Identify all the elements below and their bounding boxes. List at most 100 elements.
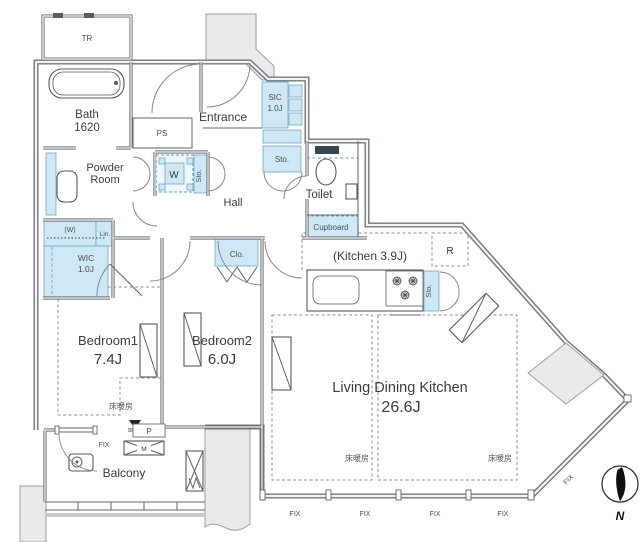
washer-niche-doors-left — [132, 156, 151, 192]
closet-bedroom2 — [214, 238, 259, 267]
kitchen-sto-label: Sto. — [424, 284, 433, 297]
door-swings — [58, 63, 460, 472]
sic-shelf-1 — [288, 84, 303, 98]
niche-storage-doors — [207, 156, 226, 192]
corner-pillar — [527, 342, 605, 405]
cupboard-label: Cupboard — [313, 223, 348, 232]
ldk-door-arc — [264, 240, 303, 279]
north-label: N — [616, 509, 625, 523]
washing-machine — [155, 154, 194, 193]
compass-needle-icon — [616, 467, 626, 502]
bath-door-arc — [151, 63, 202, 114]
window-post — [259, 489, 266, 501]
meter-box-patch — [137, 443, 151, 453]
stove-burners — [392, 276, 418, 300]
bedroom2-label: Bedroom2 — [192, 333, 252, 348]
fix-label-1: FIX — [290, 511, 301, 518]
fix-label-diagonal: FIX — [563, 473, 576, 486]
ldk-floor-heating-zone-left — [271, 314, 373, 481]
fridge-label: R — [446, 246, 453, 257]
bedroom1-fix-window — [57, 427, 95, 433]
bedroom2-size-label: 6.0J — [208, 351, 236, 368]
neighbor-balcony-center — [204, 426, 251, 531]
wic-size-label: 1.0J — [78, 264, 94, 274]
tr-door-mark-2 — [84, 13, 94, 18]
ac-units — [139, 292, 500, 391]
dashed-floor-zones — [57, 232, 518, 481]
balcony-door-arc — [58, 432, 98, 472]
kitchen-storage — [423, 270, 440, 312]
washer-corner — [186, 157, 194, 165]
bath-label: Bath — [75, 109, 99, 121]
washer-corner — [158, 183, 166, 191]
toilet-label: Toilet — [306, 189, 334, 201]
sic-area — [261, 81, 289, 129]
neighbor-balcony-left — [19, 485, 47, 542]
ldk-floor-heating-label-right: 床暖房 — [488, 453, 512, 463]
pipe-space-box — [132, 117, 193, 149]
closet-bifold-doors — [216, 266, 258, 283]
sic-shelf-2 — [288, 98, 303, 112]
linen-label: Lin. — [100, 231, 111, 238]
entrance-storage-doors — [263, 171, 303, 192]
ac-bedroom1 — [139, 323, 158, 378]
toilet-cabinet — [345, 183, 358, 200]
fix-label-2: FIX — [360, 511, 371, 518]
bathtub-inner — [52, 71, 121, 96]
sic-lower-strip — [262, 129, 302, 144]
washer-label: W — [169, 170, 179, 181]
p-label: P — [146, 427, 151, 436]
closet-label: Clo. — [230, 250, 244, 259]
evacuation-hatch — [185, 450, 204, 492]
hatch-cross — [185, 450, 204, 492]
windows — [45, 394, 632, 517]
entrance-door-arc — [206, 63, 251, 108]
bedroom1-label: Bedroom1 — [78, 333, 138, 348]
entrance-storage — [262, 145, 302, 173]
entrance-label: Entrance — [199, 110, 247, 124]
wic-label: WIC — [78, 253, 95, 263]
tr-label: TR — [82, 34, 93, 43]
window-post — [325, 489, 332, 501]
window-post — [527, 489, 535, 501]
ps-label: PS — [157, 129, 168, 138]
bedroom1-door-arc — [149, 240, 191, 282]
ac-diag — [461, 293, 487, 343]
entrance-sto-label: Sto. — [275, 155, 289, 164]
sic-shelf-3 — [288, 112, 303, 126]
balcony-railing — [45, 501, 205, 517]
common-area-block — [205, 13, 275, 81]
kitchen-zone — [301, 232, 430, 270]
ac-diag — [139, 323, 158, 378]
powder-door-arc — [132, 201, 158, 227]
ac-ldk-left — [271, 336, 292, 391]
ac-diag — [271, 336, 292, 391]
ac-diag — [183, 312, 202, 367]
faucet-dot — [75, 460, 79, 464]
washer-corner — [158, 157, 166, 165]
w-paren-label: (W) — [64, 227, 75, 234]
ldk-size-label: 26.6J — [381, 399, 420, 416]
toilet-tank — [315, 146, 339, 154]
kitchen-storage-doors — [439, 271, 460, 312]
bedroom1-floor-heating-label: 床暖房 — [109, 401, 133, 411]
ac-ldk-corner — [448, 292, 500, 344]
powder-room-label-2: Room — [90, 174, 119, 186]
bath-size-label: 1620 — [74, 122, 100, 134]
toilet-bowl — [315, 158, 337, 186]
fix-label-3: FIX — [430, 511, 441, 518]
thin-partitions — [203, 127, 359, 237]
toilet-door-arc — [283, 175, 308, 200]
trunk-room: TR — [41, 13, 133, 61]
window-post — [54, 425, 60, 435]
sic-label: SIC — [268, 93, 282, 102]
meter-label: M — [141, 446, 146, 453]
ldk-floor-heating-zone-right — [377, 314, 518, 481]
vanity-sink — [56, 170, 78, 203]
p-box — [132, 423, 166, 438]
balcony-fixtures: M P — [68, 420, 204, 492]
washer-space-w — [43, 220, 97, 247]
ldk-label: Living Dining Kitchen — [332, 380, 467, 396]
bedroom2-door-arc — [217, 240, 263, 286]
window-post — [395, 489, 402, 501]
